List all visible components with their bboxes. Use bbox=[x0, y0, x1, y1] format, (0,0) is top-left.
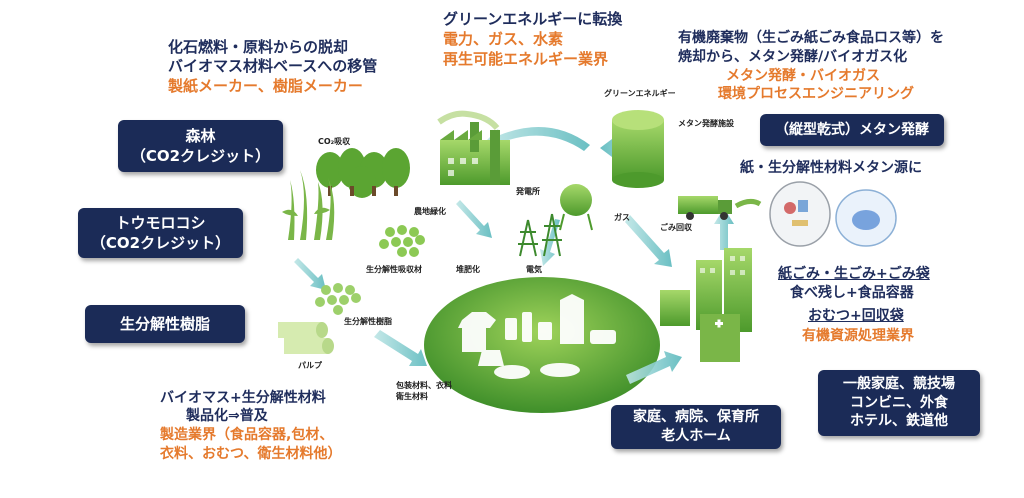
methane-tank bbox=[612, 110, 664, 188]
absorbent-label: 生分解性吸収材 bbox=[366, 265, 422, 274]
products-label: 包装材料、衣料 bbox=[396, 381, 452, 390]
products-icons bbox=[458, 294, 616, 379]
bottom-left-line4: 衣料、おむつ、衛生材料他） bbox=[160, 446, 342, 462]
top-center-line3: 再生可能エネルギー業界 bbox=[443, 50, 609, 68]
top-center-line2: 電力、ガス、水素 bbox=[443, 30, 564, 48]
products-disk bbox=[424, 277, 660, 413]
garbage-truck bbox=[678, 196, 762, 220]
top-right-line2: 焼却から、メタン発酵/バイオガス化 bbox=[678, 49, 908, 65]
gas-tank bbox=[559, 184, 593, 231]
homes-box-line1: 家庭、病院、保育所 bbox=[633, 409, 759, 426]
co2-label: CO₂吸収 bbox=[318, 137, 351, 146]
top-right-line3: メタン発酵・バイオガス bbox=[726, 68, 880, 84]
garbage-label: ごみ回収 bbox=[660, 223, 692, 232]
bottom-left-line2: 製品化⇒普及 bbox=[186, 408, 268, 424]
forest-box: 森林 （CO2クレジット） bbox=[118, 120, 283, 172]
city-buildings bbox=[660, 248, 752, 362]
public-box-line1: 一般家庭、競技場 bbox=[843, 375, 955, 392]
waste-line3: おむつ+回収袋 bbox=[808, 308, 904, 324]
pylons bbox=[518, 213, 562, 257]
homes-box: 家庭、病院、保育所 老人ホーム bbox=[611, 405, 781, 449]
products-label2: 衛生材料 bbox=[396, 392, 428, 401]
public-box-line2: コンビニ、外食 bbox=[850, 394, 948, 411]
waste-line1: 紙ごみ・生ごみ+ごみ袋 bbox=[778, 266, 930, 282]
methane-box-line1: （縦型乾式）メタン発酵 bbox=[775, 121, 929, 138]
gas-label: ガス bbox=[614, 213, 630, 222]
public-box: 一般家庭、競技場 コンビニ、外食 ホテル、鉄道他 bbox=[818, 370, 980, 436]
resin-box: 生分解性樹脂 bbox=[85, 305, 245, 343]
public-box-line3: ホテル、鉄道他 bbox=[850, 413, 948, 430]
methane-facility-label: メタン発酵施設 bbox=[678, 119, 734, 128]
corn-box-line1: トウモロコシ bbox=[115, 213, 206, 232]
compost-label: 堆肥化 bbox=[456, 265, 480, 274]
waste-line4: 有機資源処理業界 bbox=[802, 328, 914, 344]
top-left-line1: 化石燃料・原料からの脱却 bbox=[168, 38, 349, 56]
top-left-line3: 製紙メーカー、樹脂メーカー bbox=[168, 77, 363, 95]
electricity-label: 電気 bbox=[526, 265, 542, 274]
green-energy-label: グリーンエネルギー bbox=[604, 89, 676, 98]
farmland-label: 農地緑化 bbox=[414, 207, 446, 216]
resin-pellets bbox=[315, 283, 361, 315]
power-plant-label: 発電所 bbox=[516, 187, 540, 196]
bottom-left-line1: バイオマス+生分解性材料 bbox=[160, 390, 326, 406]
corn-plants bbox=[282, 170, 335, 240]
absorbent-pellets bbox=[379, 225, 425, 257]
trash-bags bbox=[769, 181, 897, 247]
resin-box-line1: 生分解性樹脂 bbox=[119, 314, 210, 333]
forest-box-line2: （CO2クレジット） bbox=[130, 147, 271, 165]
bio-resin-label: 生分解性樹脂 bbox=[344, 317, 392, 326]
corn-box-line2: （CO2クレジット） bbox=[90, 234, 231, 252]
pulp-label: パルプ bbox=[298, 361, 322, 370]
top-center-line1: グリーンエネルギーに転換 bbox=[443, 10, 623, 28]
forest-trees bbox=[316, 148, 410, 198]
paper-methane-text: 紙・生分解性材料メタン源に bbox=[740, 160, 922, 176]
top-left-line2: バイオマス材料ベースへの移管 bbox=[168, 57, 378, 75]
top-right-line1: 有機廃棄物（生ごみ紙ごみ食品ロス等）を bbox=[678, 30, 944, 46]
homes-box-line2: 老人ホーム bbox=[661, 428, 731, 444]
corn-box: トウモロコシ （CO2クレジット） bbox=[78, 208, 243, 258]
bottom-left-line3: 製造業界（食品容器,包材、 bbox=[160, 427, 334, 443]
pulp-rolls bbox=[278, 322, 334, 354]
power-plant bbox=[437, 110, 510, 185]
methane-box: （縦型乾式）メタン発酵 bbox=[760, 114, 944, 146]
waste-line2: 食べ残し+食品容器 bbox=[790, 285, 914, 301]
forest-box-line1: 森林 bbox=[185, 126, 216, 145]
top-right-line4: 環境プロセスエンジニアリング bbox=[718, 86, 914, 102]
